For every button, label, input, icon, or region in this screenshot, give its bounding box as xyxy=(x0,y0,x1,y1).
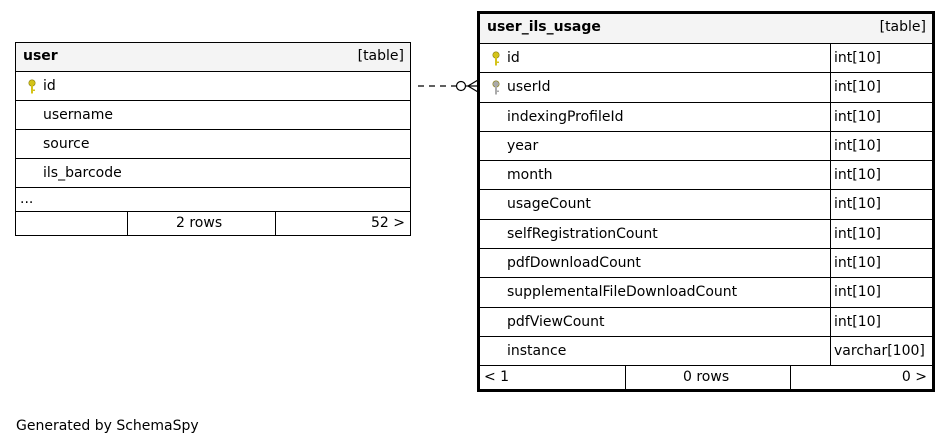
footer-right-link[interactable]: 52 > xyxy=(371,215,405,231)
column-name: month xyxy=(507,167,553,184)
column-type: int[10] xyxy=(834,79,881,96)
column-type: int[10] xyxy=(834,167,881,184)
column-row[interactable]: usageCount int[10] xyxy=(480,190,932,220)
column-row[interactable]: pdfViewCount int[10] xyxy=(480,307,932,337)
user-ils-usage-table-header[interactable]: user_ils_usage [table] xyxy=(480,14,932,44)
table-kind: [table] xyxy=(357,48,404,64)
column-name: usageCount xyxy=(507,196,591,213)
column-name: pdfViewCount xyxy=(507,313,605,330)
footer-row-count: 0 rows xyxy=(683,369,730,386)
column-name: id xyxy=(43,78,56,94)
column-type: varchar[100] xyxy=(834,342,925,359)
column-name: userId xyxy=(507,79,551,96)
column-type: int[10] xyxy=(834,50,881,66)
primary-key-icon xyxy=(27,79,37,95)
footer-right-link[interactable]: 0 > xyxy=(901,369,927,386)
user-ils-usage-table[interactable]: user_ils_usage [table] id int[10] userId in… xyxy=(477,11,935,393)
table-kind: [table] xyxy=(879,19,926,35)
column-row[interactable]: id int[10] xyxy=(480,44,932,74)
column-row[interactable]: pdfDownloadCount int[10] xyxy=(480,249,932,279)
column-row[interactable]: username xyxy=(16,101,410,130)
footer-left-link[interactable]: < 1 xyxy=(484,369,510,386)
column-name: selfRegistrationCount xyxy=(507,225,658,242)
column-type: int[10] xyxy=(834,108,881,125)
footer-row-count: 2 rows xyxy=(176,215,223,231)
column-row[interactable]: indexingProfileId int[10] xyxy=(480,102,932,132)
column-type: int[10] xyxy=(834,313,881,330)
column-row[interactable]: ils_barcode xyxy=(16,159,410,188)
column-type: int[10] xyxy=(834,284,881,301)
column-type: int[10] xyxy=(834,137,881,154)
column-name: pdfDownloadCount xyxy=(507,255,641,272)
foreign-key-icon xyxy=(491,80,501,96)
column-name: indexingProfileId xyxy=(507,108,624,125)
column-row[interactable]: year int[10] xyxy=(480,131,932,162)
column-row[interactable]: month int[10] xyxy=(480,161,932,191)
column-type: int[10] xyxy=(834,225,881,242)
column-name: supplementalFileDownloadCount xyxy=(507,284,738,301)
user-ils-usage-table-footer: < 1 0 rows 0 > xyxy=(480,366,932,390)
more-columns-ellipsis: ... xyxy=(20,191,34,207)
table-name: user_ils_usage xyxy=(487,19,601,35)
column-name: username xyxy=(43,107,113,123)
column-row[interactable]: selfRegistrationCount int[10] xyxy=(480,219,932,250)
user-table-header[interactable]: user [table] xyxy=(16,43,410,72)
column-name: year xyxy=(507,137,539,154)
more-columns-row: ... xyxy=(16,188,410,212)
column-name: instance xyxy=(507,342,567,359)
generated-by-label: Generated by SchemaSpy xyxy=(16,418,199,434)
table-name: user xyxy=(23,48,58,64)
column-row[interactable]: instance varchar[100] xyxy=(480,336,932,367)
column-name: source xyxy=(43,136,90,152)
column-type: int[10] xyxy=(834,196,881,213)
user-table-footer: 2 rows 52 > xyxy=(16,212,410,235)
column-row[interactable]: userId int[10] xyxy=(480,73,932,103)
column-name: id xyxy=(507,50,520,66)
column-row[interactable]: id xyxy=(16,72,410,101)
column-row[interactable]: source xyxy=(16,130,410,159)
column-row[interactable]: supplementalFileDownloadCount int[10] xyxy=(480,278,932,308)
primary-key-icon xyxy=(491,51,501,67)
user-table[interactable]: user [table] id username source ils_barcode… xyxy=(15,42,411,236)
column-name: ils_barcode xyxy=(43,165,122,181)
column-type: int[10] xyxy=(834,255,881,272)
